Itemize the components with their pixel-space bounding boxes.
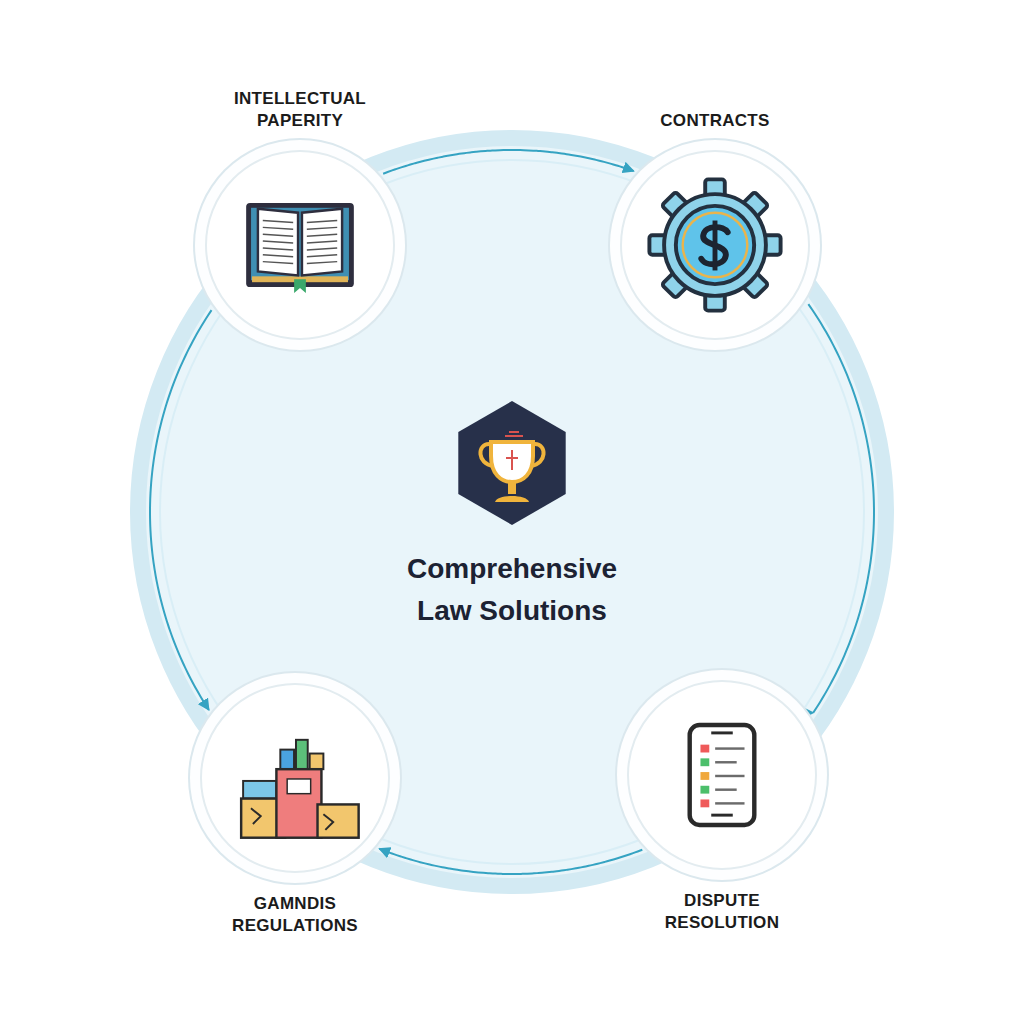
topic-label: DISPUTE RESOLUTION [627,890,817,934]
cycle-arrow [808,304,874,713]
topic-circle: INTELLECTUAL PAPERITY [205,150,395,340]
center-title: Comprehensive Law Solutions [377,548,647,632]
center-emblem: Comprehensive Law Solutions [362,398,662,632]
outer-ring [138,138,886,886]
gear-dollar-icon [622,152,808,338]
trophy-hexagon [447,398,577,528]
topic-label: INTELLECTUAL PAPERITY [205,88,395,132]
phone-icon [629,682,815,868]
topic-circle: GAMNDIS REGULATIONS [200,683,390,873]
topic-label: CONTRACTS [620,110,810,132]
cycle-arrow [379,849,642,874]
cycle-arrow [383,150,634,174]
boxes-icon [202,685,388,871]
cycle-arrow [150,310,212,710]
topic-circle: DISPUTE RESOLUTION [627,680,817,870]
topic-label: GAMNDIS REGULATIONS [200,893,390,937]
book-icon [207,152,393,338]
topic-circle: CONTRACTS [620,150,810,340]
